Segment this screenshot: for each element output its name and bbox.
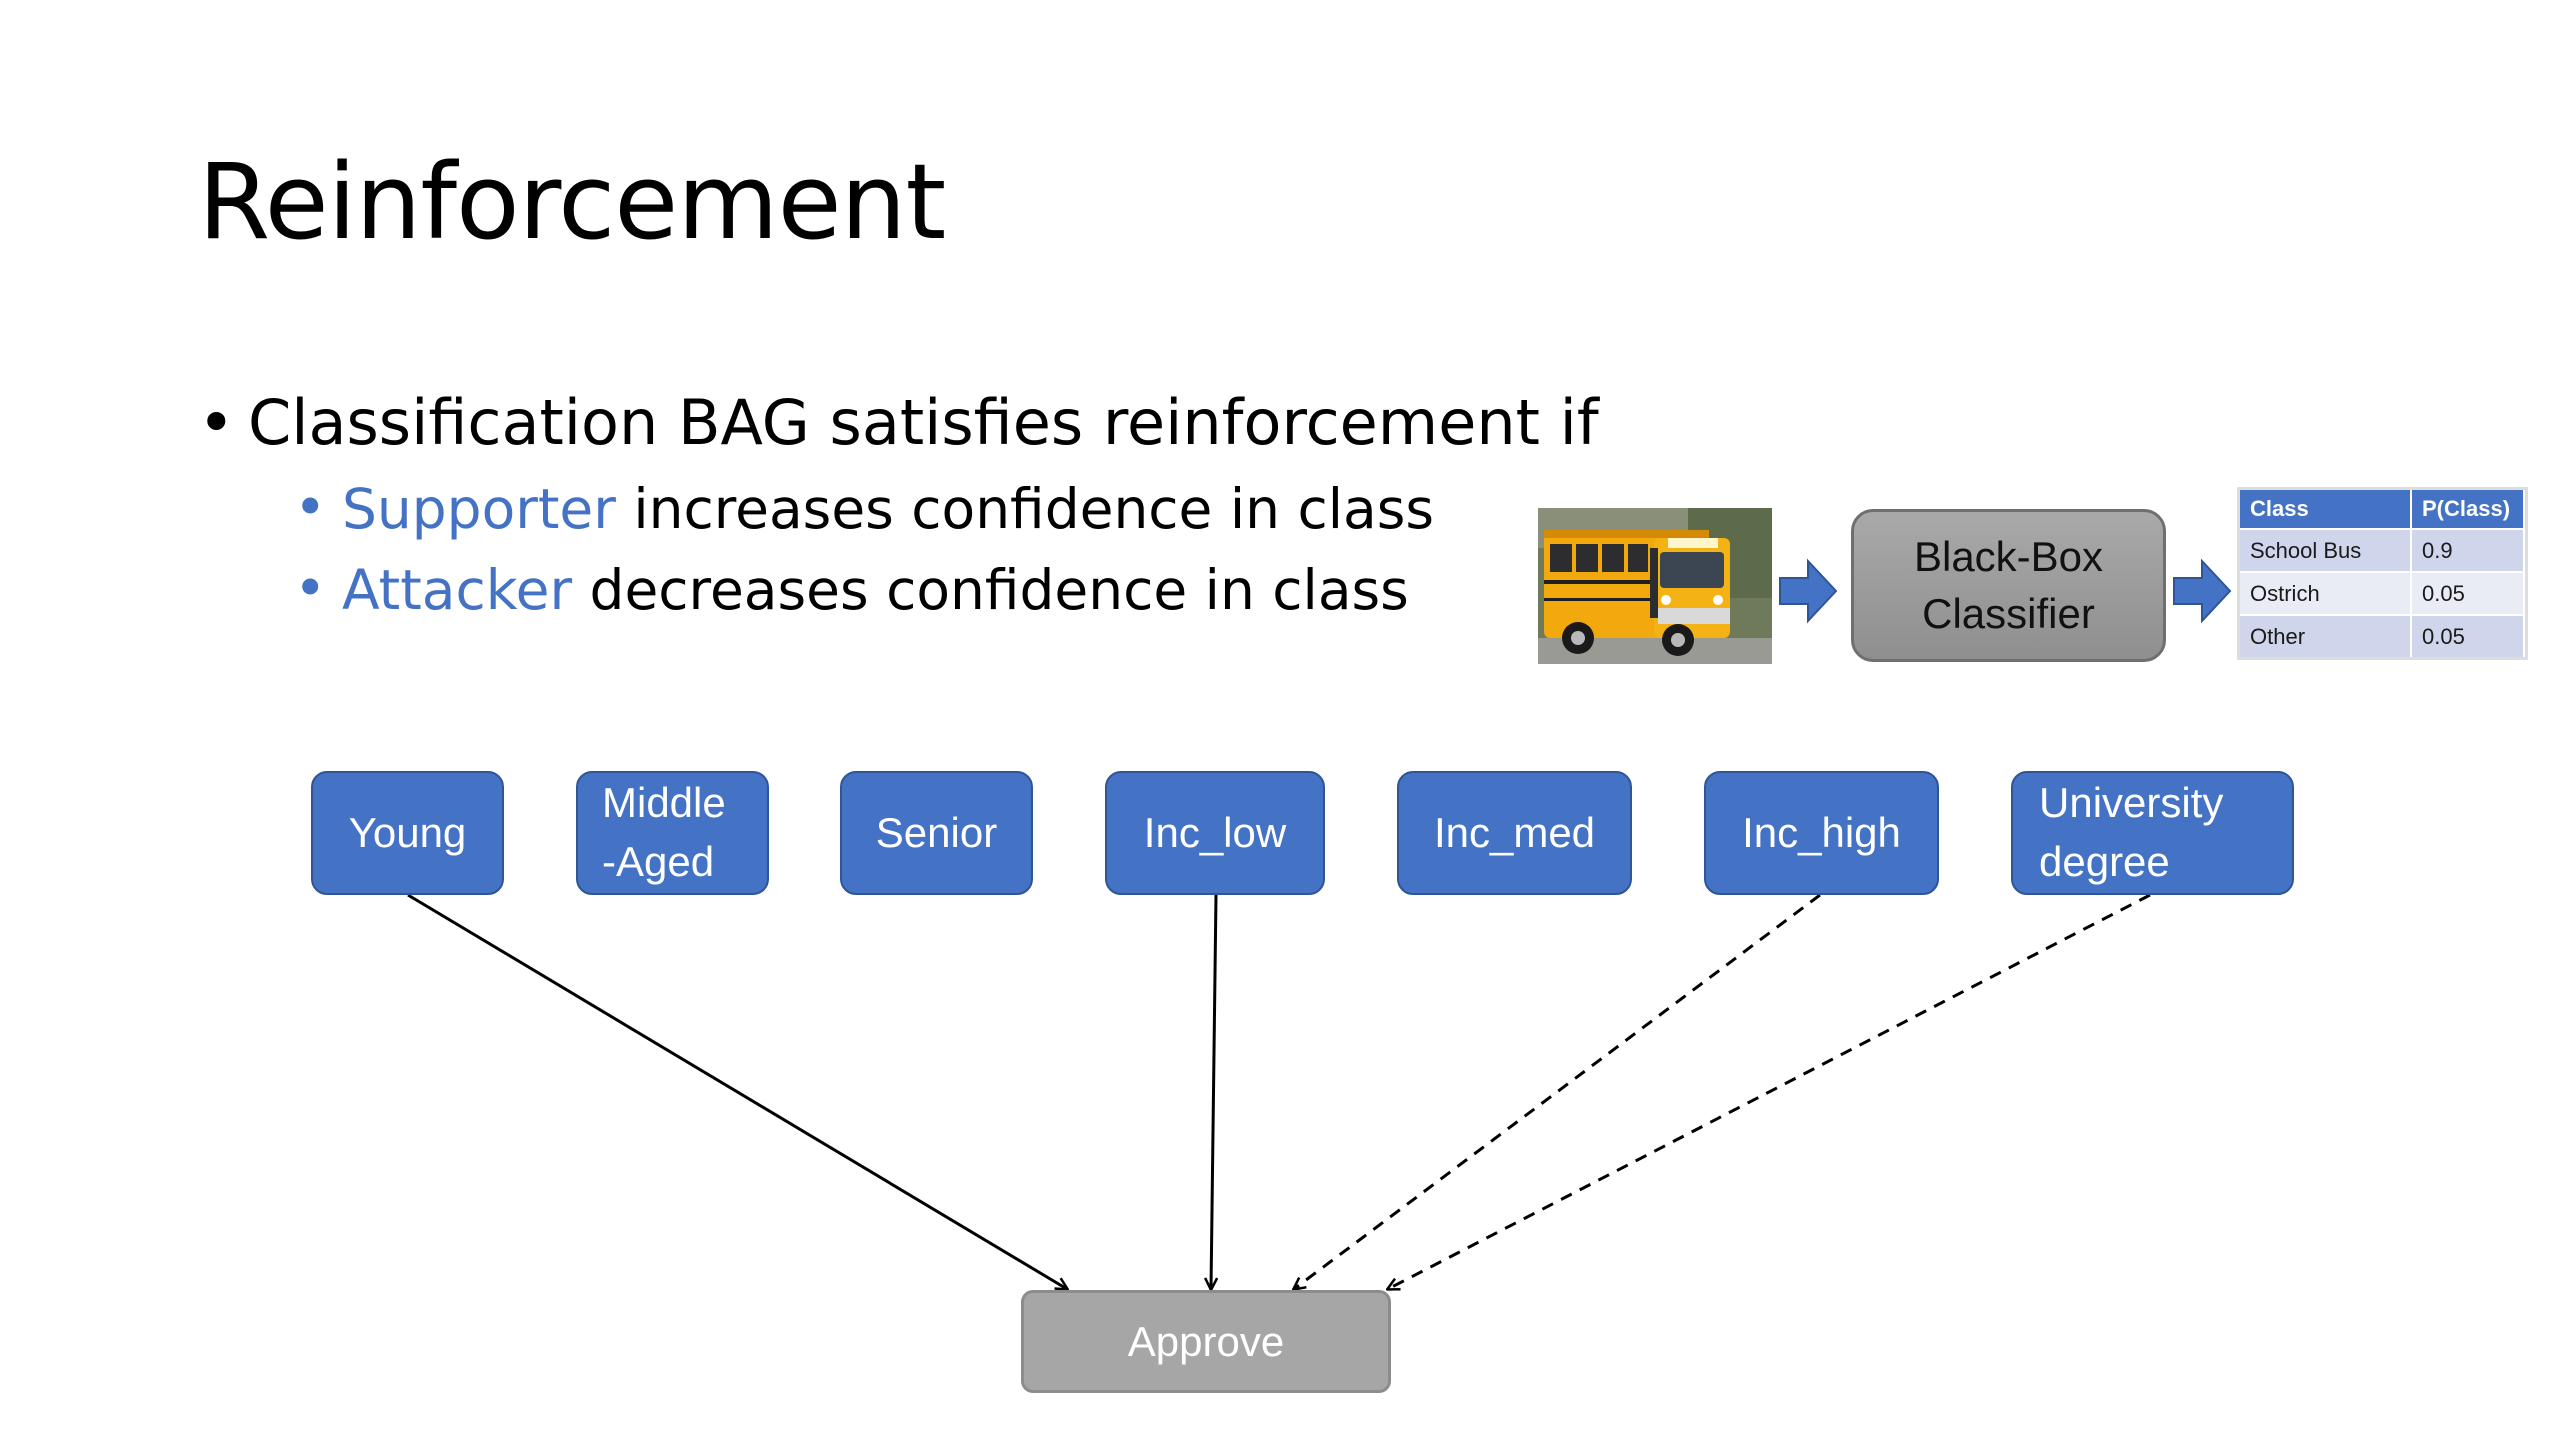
attacker-text: decreases confidence in class <box>572 558 1409 622</box>
node-approve: Approve <box>1021 1290 1391 1393</box>
node-label: Inc_low <box>1143 808 1287 856</box>
node-inc-low: Inc_low <box>1105 771 1325 895</box>
node-label: Young <box>348 808 467 856</box>
table-cell: Other <box>2240 614 2412 657</box>
node-label: Senior <box>875 808 998 856</box>
edge-inclow-approve <box>1211 894 1216 1289</box>
classifier-line1: Black-Box <box>1913 532 2104 580</box>
supporter-text: increases confidence in class <box>615 477 1435 541</box>
bullet-list: • Classification BAG satisfies reinforce… <box>198 392 1599 644</box>
classifier-line2: Classifier <box>1922 589 2095 637</box>
table-row: School Bus 0.9 <box>2240 528 2525 572</box>
school-bus-photo <box>1538 508 1772 664</box>
node-senior: Senior <box>840 771 1033 895</box>
right-arrow-icon <box>2173 558 2232 624</box>
table-row: Other 0.05 <box>2240 614 2525 657</box>
edge-university-approve <box>1388 893 2151 1289</box>
sub-bullet-dot: • <box>294 556 327 620</box>
table-cell: School Bus <box>2240 528 2412 572</box>
table-cell: 0.9 <box>2411 528 2525 572</box>
bullet-main-text: Classification BAG satisfies reinforceme… <box>248 386 1599 459</box>
node-label: Inc_med <box>1433 808 1596 856</box>
node-inc-med: Inc_med <box>1397 771 1632 895</box>
table-header-row: Class P(Class) <box>2240 490 2525 529</box>
bullet-main: • Classification BAG satisfies reinforce… <box>198 392 1599 454</box>
black-box-classifier: Black-Box Classifier <box>1851 509 2166 662</box>
node-label: degree <box>2039 838 2170 885</box>
node-label: Approve <box>1127 1317 1285 1365</box>
supporter-term: Supporter <box>342 477 616 541</box>
node-label: -Aged <box>602 838 715 885</box>
node-middle-aged: Middle -Aged <box>576 771 769 895</box>
node-label: Middle <box>602 779 726 827</box>
table-cell: 0.05 <box>2411 614 2525 657</box>
bullet-attacker: • Attacker decreases confidence in class <box>294 556 1599 620</box>
table-header: P(Class) <box>2411 490 2525 529</box>
node-university-degree: University degree <box>2011 771 2294 895</box>
node-label: Inc_high <box>1742 808 1901 856</box>
right-arrow-icon <box>1779 558 1838 624</box>
table-header: Class <box>2240 490 2412 529</box>
attacker-term: Attacker <box>342 558 573 622</box>
edge-inchigh-approve <box>1294 893 1821 1289</box>
sub-bullet-dot: • <box>294 475 327 539</box>
table-cell: 0.05 <box>2411 571 2525 615</box>
table-cell: Ostrich <box>2240 571 2412 615</box>
table-row: Ostrich 0.05 <box>2240 571 2525 615</box>
node-label: University <box>2039 779 2224 827</box>
bullet-dot: • <box>198 386 235 459</box>
class-probability-table: Class P(Class) School Bus 0.9 Ostrich 0.… <box>2240 490 2525 657</box>
edge-young-approve <box>407 893 1067 1289</box>
slide-title: Reinforcement <box>198 141 946 263</box>
node-inc-high: Inc_high <box>1704 771 1939 895</box>
bullet-supporter: • Supporter increases confidence in clas… <box>294 475 1599 539</box>
node-young: Young <box>311 771 504 895</box>
